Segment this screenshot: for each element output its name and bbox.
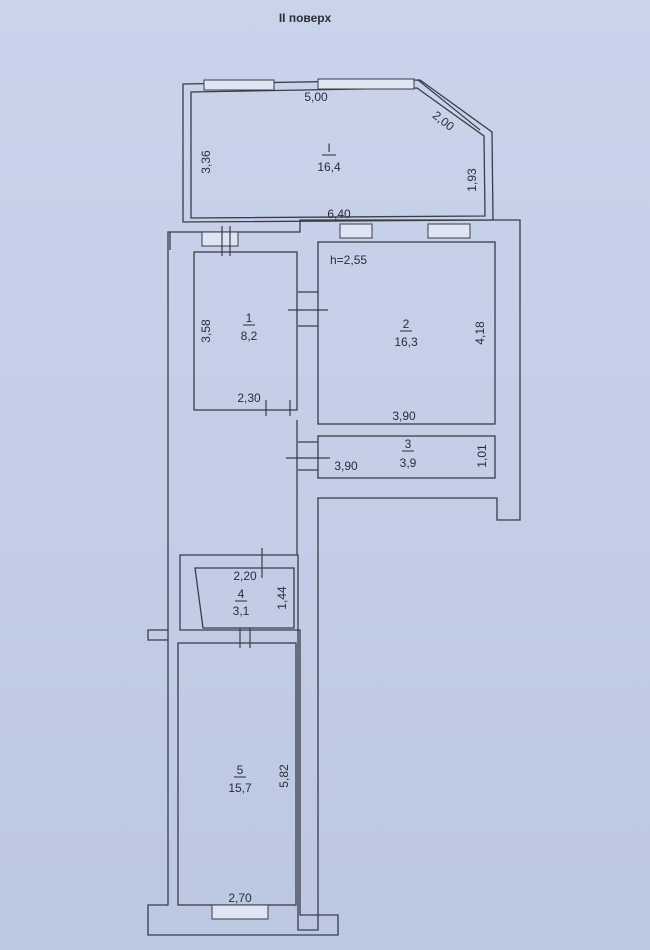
room-4-dim-width: 2,20 xyxy=(233,569,257,583)
room-3-dim-width: 3,90 xyxy=(334,459,358,473)
door-marks xyxy=(221,226,330,648)
upper-wing-walls xyxy=(147,219,521,936)
room-2-outline xyxy=(317,241,496,425)
room-1-area: 8,2 xyxy=(241,329,258,343)
room-4-dim-height: 1,44 xyxy=(275,586,289,610)
room-4-outline xyxy=(194,567,295,629)
room-1-outline xyxy=(193,251,298,411)
room-5-dim-width: 2,70 xyxy=(228,891,252,905)
balcony-outline xyxy=(182,78,494,223)
room-2-id: 2 xyxy=(403,317,410,331)
dim-balcony-right: 1,93 xyxy=(465,168,479,192)
room-3-id: 3 xyxy=(405,437,412,451)
dim-balcony-left: 3,36 xyxy=(199,150,213,174)
room-1-id: 1 xyxy=(246,311,253,325)
room-5-id: 5 xyxy=(237,763,244,777)
ceiling-height-note: h=2,55 xyxy=(330,253,367,267)
room-2-dim-width: 3,90 xyxy=(392,409,416,423)
dim-balcony-bottom: 6,40 xyxy=(327,207,351,221)
room-4-id: 4 xyxy=(238,587,245,601)
dim-balcony-diagonal: 2,00 xyxy=(430,108,457,134)
balcony-area: 16,4 xyxy=(317,160,341,174)
room-5-dim-height: 5,82 xyxy=(277,764,291,788)
room-1-dim-height: 3,58 xyxy=(199,319,213,343)
balcony-id: I xyxy=(327,141,330,155)
dim-balcony-top: 5,00 xyxy=(304,90,328,104)
room-4-area: 3,1 xyxy=(233,604,250,618)
room-3-area: 3,9 xyxy=(400,456,417,470)
room-3-dim-height: 1,01 xyxy=(475,444,489,468)
room-2-dim-height: 4,18 xyxy=(473,321,487,345)
page-title: II поверх xyxy=(279,11,332,25)
room-2-area: 16,3 xyxy=(394,335,418,349)
room-1-dim-width: 2,30 xyxy=(237,391,261,405)
windows xyxy=(201,223,471,920)
room-5-area: 15,7 xyxy=(228,781,252,795)
room-3-outline xyxy=(317,435,496,479)
